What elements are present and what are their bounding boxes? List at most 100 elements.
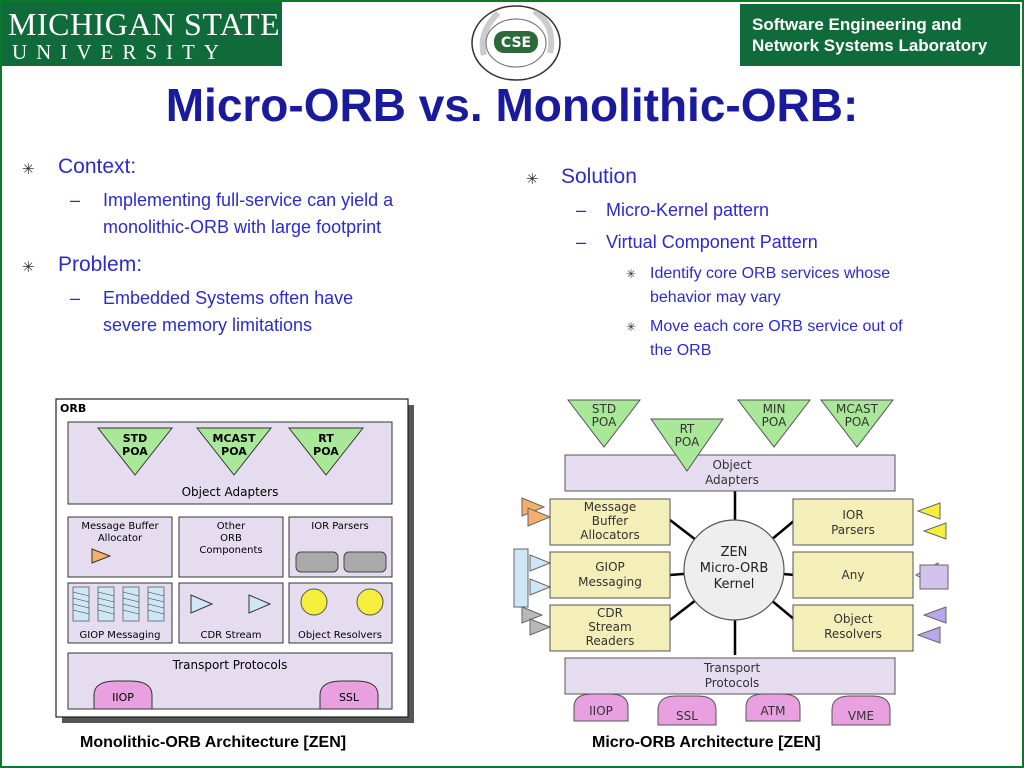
transport-label-2: Protocols: [705, 676, 760, 690]
rt-poa-label-2: POA: [675, 435, 700, 449]
dash-bullet-icon: –: [576, 200, 587, 220]
object-adapters-label-1: Object: [712, 458, 751, 472]
ior-parsers-box: [792, 498, 914, 546]
solution-item1: Micro-Kernel pattern: [606, 200, 770, 220]
ssl-label: SSL: [339, 691, 360, 704]
iiop-plugin-shape: [93, 680, 153, 710]
sub-item1-line1: Identify core ORB services whose: [650, 265, 891, 282]
slide-title: Micro-ORB vs. Monolithic-ORB:: [165, 79, 859, 131]
ior-parser-plugin-icon: [343, 551, 387, 573]
rt-poa-label-2: POA: [313, 445, 339, 458]
message-buffer-label-1: Message Buffer: [81, 521, 159, 532]
kernel-label-1: ZEN: [721, 545, 748, 560]
dash-bullet-icon: –: [70, 288, 81, 308]
message-buffer-label-2: Allocator: [98, 533, 143, 544]
ssl-plugin-shape: [319, 680, 379, 710]
allocator-plugin-icon: [91, 548, 112, 564]
lab-name-line1: Software Engineering and: [752, 15, 962, 34]
rt-poa-triangle: [650, 418, 724, 472]
sub-item2-line1: Move each core ORB service out of: [650, 318, 903, 335]
cse-badge-text: CSE: [501, 35, 531, 51]
transport-label-1: Transport: [703, 661, 761, 675]
cdr-stream-box: [178, 582, 284, 644]
orb-label: ORB: [60, 402, 86, 415]
micro-caption: Micro-ORB Architecture [ZEN]: [592, 734, 821, 751]
std-poa-label-2: POA: [592, 415, 617, 429]
context-text-line1: Implementing full-service can yield a: [103, 190, 394, 210]
sub-item2-line2: the ORB: [650, 342, 712, 359]
resolvers-label-1: Object: [833, 612, 872, 626]
std-poa-triangle: [566, 399, 642, 448]
asterisk-bullet-icon: ✳: [526, 171, 539, 188]
kernel-label-3: Kernel: [714, 577, 755, 592]
monolithic-orb-diagram: ORB STD POA MCAST POA RT POA Object Adap…: [55, 398, 414, 723]
resolver-plugin-icon: [356, 588, 384, 616]
iiop-plugin-shape: [573, 693, 629, 722]
asterisk-bullet-icon: ✳: [626, 267, 637, 281]
msu-logo-line1: MICHIGAN STATE: [8, 6, 280, 42]
other-components-label-3: Components: [199, 545, 262, 556]
giop-plugin-icon: [97, 586, 115, 622]
object-adapters-label: Object Adapters: [182, 485, 279, 499]
resolver-plugin-icon: [922, 606, 947, 624]
giop-messaging-box: [549, 551, 671, 599]
mcast-poa-triangle: [819, 399, 895, 448]
std-poa-label-1: STD: [123, 432, 148, 445]
sens-lab-logo: Software Engineering and Network Systems…: [740, 4, 1020, 66]
msg-buffer-label-3: Allocators: [580, 528, 639, 542]
atm-plugin-shape: [745, 693, 801, 722]
giop-plugin-icon: [147, 586, 165, 622]
resolver-plugin-icon: [916, 626, 941, 644]
solution-label: Solution: [561, 165, 637, 188]
dash-bullet-icon: –: [70, 190, 81, 210]
giop-messaging-label: GIOP Messaging: [80, 630, 161, 641]
giop-plugin-icon: [529, 554, 552, 572]
giop-plugin-stack-icon: [513, 548, 529, 608]
monolithic-caption: Monolithic-ORB Architecture [ZEN]: [80, 734, 347, 751]
msg-buffer-label-1: Message: [584, 500, 637, 514]
asterisk-bullet-icon: ✳: [22, 259, 35, 276]
std-poa-label-2: POA: [122, 445, 148, 458]
micro-orb-diagram: Object Adapters STD POA RT POA MIN POA M…: [513, 399, 949, 726]
ior-parser-plugin-icon: [916, 502, 941, 520]
ssl-plugin-shape: [657, 695, 717, 726]
min-poa-label-2: POA: [762, 415, 787, 429]
cdr-plugin-icon: [190, 594, 214, 614]
cdr-plugin-icon: [521, 606, 544, 624]
context-label: Context:: [58, 155, 137, 178]
any-plugin-stack-icon: [919, 564, 949, 590]
mcast-poa-label-1: MCAST: [213, 432, 256, 445]
giop-plugin-icon: [72, 586, 90, 622]
message-buffer-allocators-box: [549, 498, 671, 546]
vme-plugin-shape: [831, 695, 891, 726]
min-poa-label-1: MIN: [763, 402, 786, 416]
mcast-poa-triangle: [195, 427, 273, 476]
object-adapters-bar: [564, 454, 896, 492]
solution-item2: Virtual Component Pattern: [606, 232, 818, 252]
giop-plugin-icon: [529, 578, 552, 596]
transport-protocols-bar: [564, 657, 896, 695]
vme-label: VME: [848, 709, 874, 723]
ior-label-2: Parsers: [831, 523, 875, 537]
std-poa-label-1: STD: [592, 402, 616, 416]
cdr-label-2: Stream: [588, 620, 631, 634]
context-text-line2: monolithic-ORB with large footprint: [103, 217, 382, 237]
cdr-stream-readers-box: [549, 604, 671, 652]
giop-plugin-icon: [122, 586, 140, 622]
giop-label-2: Messaging: [578, 575, 642, 589]
transport-protocols-label: Transport Protocols: [172, 658, 288, 672]
kernel-label-2: Micro-ORB: [700, 561, 768, 576]
sub-item1-line2: behavior may vary: [650, 289, 781, 306]
mcast-poa-label-2: POA: [845, 415, 870, 429]
ior-parser-plugin-icon: [922, 522, 947, 540]
any-box: [792, 551, 914, 599]
asterisk-bullet-icon: ✳: [626, 320, 637, 334]
lab-name-line2: Network Systems Laboratory: [752, 36, 988, 55]
object-adapters-label-2: Adapters: [705, 473, 759, 487]
mcast-poa-label-2: POA: [221, 445, 247, 458]
ior-label-1: IOR: [842, 508, 863, 522]
cdr-plugin-icon: [248, 594, 272, 614]
rt-poa-label-1: RT: [680, 422, 695, 436]
atm-label: ATM: [761, 704, 786, 718]
